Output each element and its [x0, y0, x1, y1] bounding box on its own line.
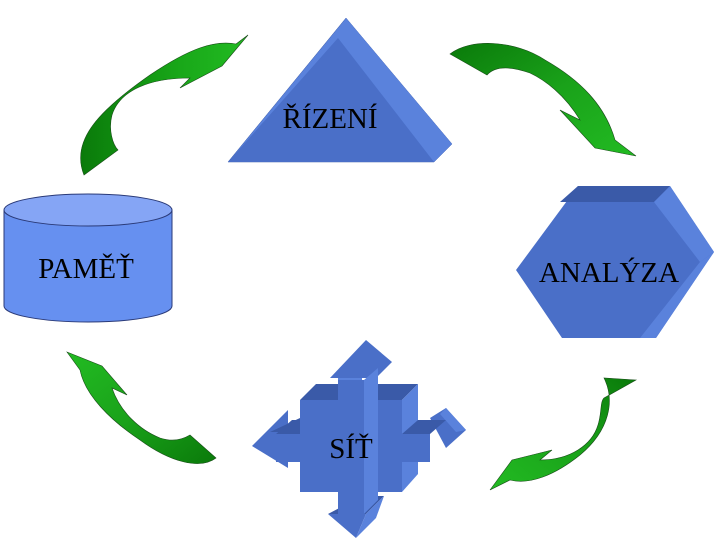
control-label: ŘÍZENÍ — [282, 102, 377, 135]
curved-arrow-icon — [449, 43, 637, 157]
memory-node: PAMĚŤ — [3, 193, 173, 323]
cylinder-icon — [3, 193, 173, 323]
curved-arrow-icon — [489, 377, 638, 491]
network-label: SÍŤ — [329, 432, 373, 465]
curved-arrow-icon — [80, 34, 249, 176]
analysis-label: ANALÝZA — [539, 256, 679, 289]
control-node: ŘÍZENÍ — [227, 17, 453, 163]
analysis-node: ANALÝZA — [516, 186, 714, 338]
triangle-icon — [227, 17, 453, 163]
hexagon-icon — [516, 186, 714, 338]
memory-label: PAMĚŤ — [38, 252, 134, 285]
cross-arrows-icon — [252, 340, 466, 538]
network-node: SÍŤ — [252, 340, 466, 538]
curved-arrow-icon — [66, 351, 217, 464]
